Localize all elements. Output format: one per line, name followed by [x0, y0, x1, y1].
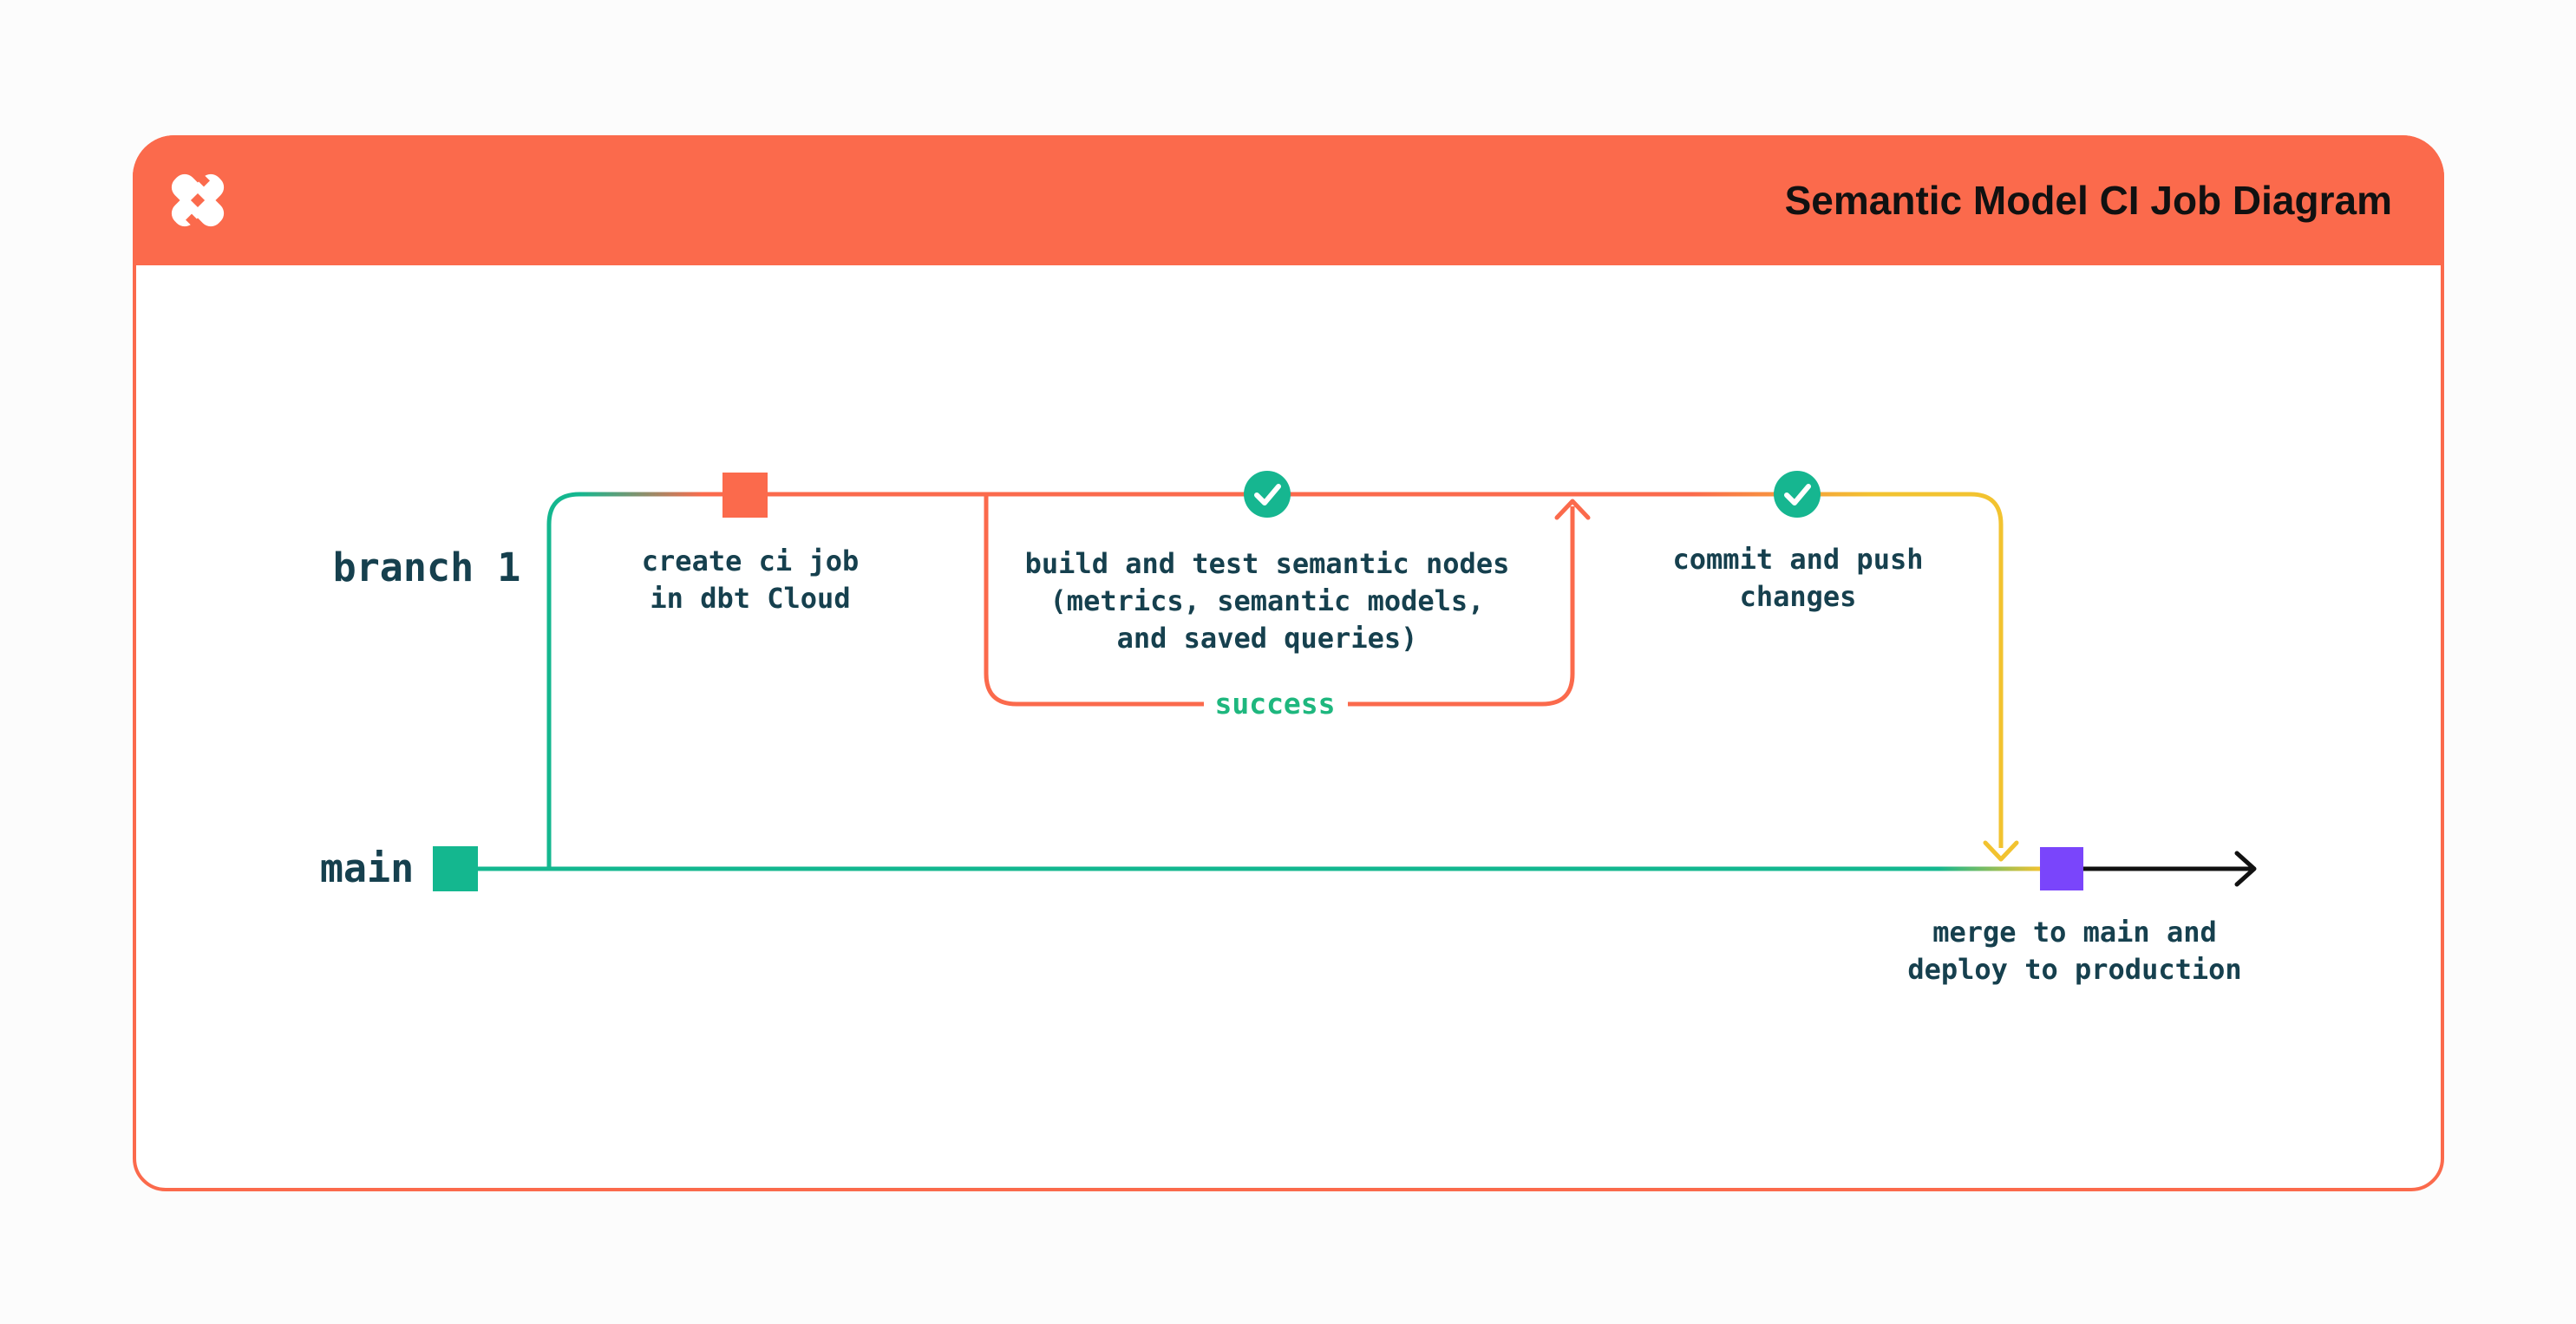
header-bar: Semantic Model CI Job Diagram: [133, 135, 2444, 265]
orange-commit-square: [722, 473, 768, 518]
arrow-down-icon: [1983, 840, 2019, 862]
step-create-ci-label: create ci job in dbt Cloud: [641, 545, 860, 615]
step-build-test-label: build and test semantic nodes (metrics, …: [1024, 547, 1510, 655]
success-loop-left: [984, 496, 1204, 707]
main-label: main: [319, 845, 415, 891]
arrow-right-icon: [2234, 851, 2257, 887]
step-commit-push-label: commit and push changes: [1672, 543, 1924, 613]
success-loop-right: [1348, 506, 1575, 707]
check-icon: [1244, 471, 1291, 518]
diagram-card: Semantic Model CI Job Diagram: [133, 135, 2444, 1191]
dbt-logo-icon: [171, 173, 225, 227]
purple-commit-square: [2040, 847, 2083, 890]
page-title: Semantic Model CI Job Diagram: [1784, 178, 2392, 223]
step-merge-deploy-label: merge to main and deploy to production: [1907, 916, 2242, 986]
arrow-up-icon: [1554, 499, 1591, 520]
success-label: success: [1214, 687, 1336, 721]
green-commit-square: [433, 846, 478, 891]
branch1-label: branch 1: [332, 545, 521, 590]
check-icon: [1774, 471, 1821, 518]
